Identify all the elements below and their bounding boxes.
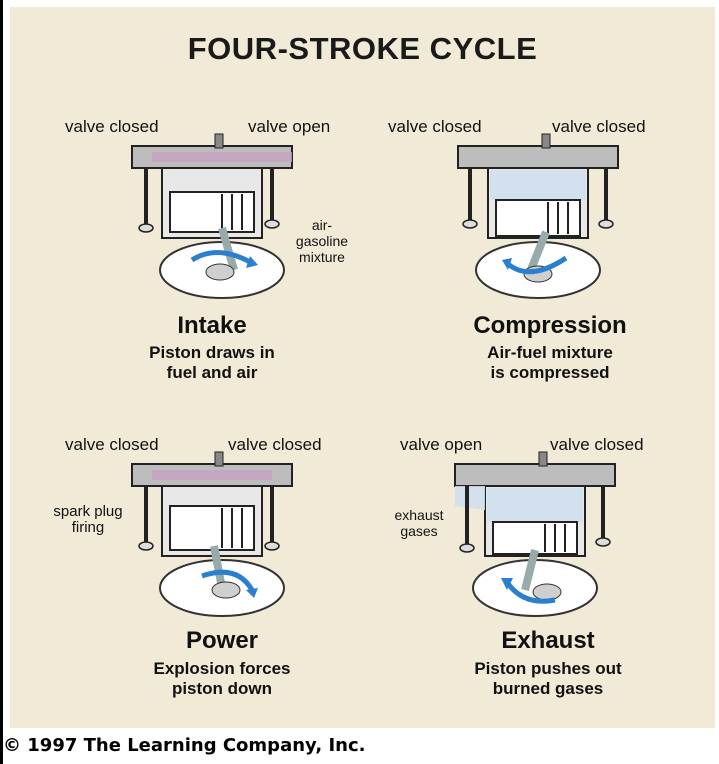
exhaust-port-gas [455, 486, 485, 510]
spark-plug [215, 452, 223, 466]
diagram-panel: FOUR-STROKE CYCLE valve closed valve ope… [10, 7, 715, 728]
exhaust-annotation: exhaust gases [384, 507, 454, 539]
explosion-fill [152, 470, 272, 480]
stage-description-power: Explosion forces piston down [92, 659, 352, 699]
stage-name-power: Power [92, 627, 352, 655]
left-border-line [0, 0, 3, 764]
stage-description-intake: Piston draws in fuel and air [82, 343, 342, 383]
compression-engine-diagram [438, 132, 638, 312]
cylinder-head [455, 464, 615, 486]
power-annotation: spark plug firing [48, 504, 128, 536]
stage-description-compression: Air-fuel mixture is compressed [420, 343, 680, 383]
stage-name-intake: Intake [82, 312, 342, 340]
compressed-mixture [490, 170, 586, 200]
stage-name-exhaust: Exhaust [418, 627, 678, 655]
power-engine-diagram [122, 450, 322, 630]
stage-name-compression: Compression [420, 312, 680, 340]
mixture-fill [152, 152, 292, 162]
spark-plug [542, 134, 550, 148]
spark-plug [215, 134, 223, 148]
spark-plug [539, 452, 547, 466]
cylinder-head [458, 146, 618, 168]
intake-annotation: air- gasoline mixture [282, 217, 362, 265]
exhaust-engine-diagram [435, 450, 635, 630]
exhaust-gas-fill [487, 488, 583, 522]
stage-description-exhaust: Piston pushes out burned gases [418, 659, 678, 699]
diagram-title: FOUR-STROKE CYCLE [10, 31, 715, 67]
copyright-notice: © 1997 The Learning Company, Inc. [3, 735, 366, 756]
